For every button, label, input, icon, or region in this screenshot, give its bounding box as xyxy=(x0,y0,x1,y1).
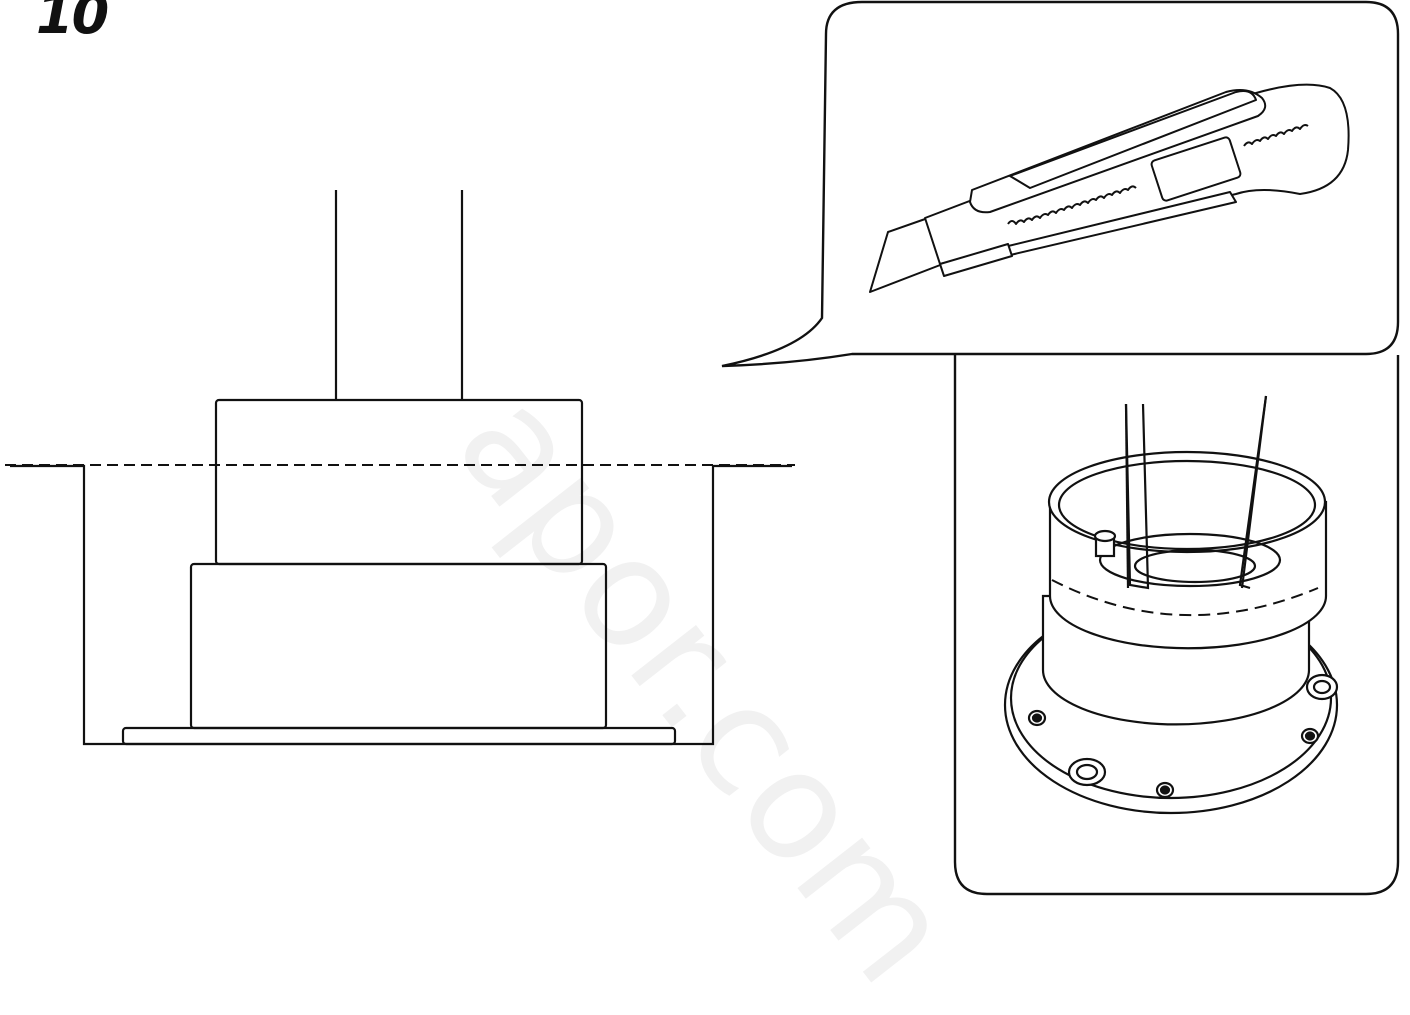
detail-panel xyxy=(953,355,1400,896)
assembly-step-diagram: apor.com 10 xyxy=(5,0,1400,1015)
utility-knife-icon xyxy=(869,83,1350,293)
detail-frame xyxy=(953,355,1400,896)
recess-outline xyxy=(10,464,792,746)
lower-collar xyxy=(189,562,608,730)
upper-collar xyxy=(214,398,584,566)
base-plate xyxy=(121,726,677,746)
inner-bolt xyxy=(1093,529,1117,558)
cross-section-view xyxy=(5,190,795,746)
detail-cut-line xyxy=(1051,579,1319,617)
step-number: 10 xyxy=(36,0,109,46)
flange-bolts xyxy=(1027,673,1339,799)
illustration-canvas xyxy=(5,0,1400,896)
flange-collar-with-pipes xyxy=(1003,395,1339,815)
